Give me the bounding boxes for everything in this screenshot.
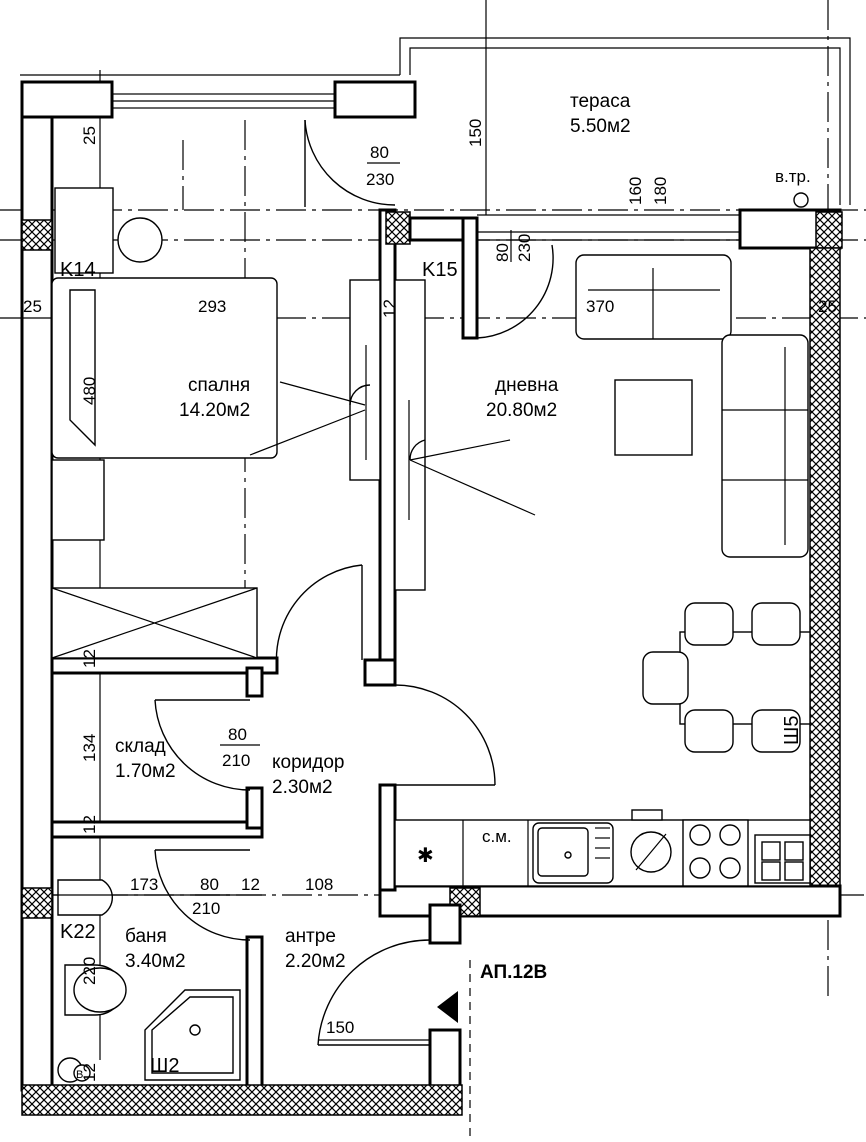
dim-180: 180 (651, 177, 670, 205)
dim-150-terrace: 150 (466, 119, 485, 147)
label-k14: K14 (60, 259, 96, 281)
star-icon: ✱ (417, 845, 434, 867)
apartment-label: АП.12В (480, 962, 547, 983)
boiler-icon: B (76, 1069, 83, 1081)
label-dishwasher: с.м. (482, 827, 512, 846)
dim-25-top: 25 (80, 126, 99, 145)
bedroom-door-height: 230 (366, 170, 394, 189)
dim-25-left: 25 (23, 297, 42, 316)
dim-12-d: 12 (80, 815, 99, 834)
dimension-labels: 150 160 180 25 25 25 293 370 480 134 173… (23, 119, 837, 1082)
label-sh5: Ш5 (781, 716, 803, 745)
dimension-lines (22, 162, 512, 1041)
room-area-bathroom: 3.40м2 (125, 951, 186, 972)
room-area-terrace: 5.50м2 (570, 116, 631, 137)
kitchen (394, 809, 811, 887)
dim-12-e: 12 (80, 1063, 99, 1082)
terrace-outline (20, 37, 851, 205)
room-name-living: дневна (495, 375, 559, 396)
dim-220: 220 (80, 957, 99, 985)
room-area-living: 20.80м2 (486, 400, 557, 421)
room-area-corridor: 2.30м2 (272, 777, 333, 798)
dim-12-c: 12 (80, 649, 99, 668)
dim-25-right: 25 (818, 297, 837, 316)
symbols (437, 192, 809, 1142)
room-labels: тераса 5.50м2 спалня 14.20м2 дневна 20.8… (115, 91, 631, 972)
room-area-entrance: 2.20м2 (285, 951, 346, 972)
label-sh2: Ш2 (150, 1055, 179, 1077)
label-k22: K22 (60, 921, 96, 943)
living-furniture (575, 254, 811, 753)
room-name-entrance: антре (285, 926, 336, 947)
room-name-bathroom: баня (125, 926, 167, 947)
dim-12-a: 12 (241, 875, 260, 894)
storage-door-width: 80 (228, 725, 247, 744)
other-labels: K14 K15 K22 Ш5 Ш2 в.тр. с.м. АП.12В ✱ B (60, 167, 811, 1081)
room-name-bedroom: спалня (188, 375, 250, 396)
dim-150-entry: 150 (326, 1018, 354, 1037)
living-door-height: 230 (515, 234, 534, 262)
storage-door-height: 210 (222, 751, 250, 770)
label-k15: K15 (422, 259, 458, 281)
label-vent-pipe: в.тр. (775, 167, 811, 186)
room-name-terrace: тераса (570, 91, 631, 112)
dim-108: 108 (305, 875, 333, 894)
dim-293: 293 (198, 297, 226, 316)
bedroom-furniture (51, 187, 536, 659)
walls (20, 80, 843, 1116)
room-name-corridor: коридор (272, 752, 345, 773)
living-door-width: 80 (493, 243, 512, 262)
room-area-bedroom: 14.20м2 (179, 400, 250, 421)
dim-370: 370 (586, 297, 614, 316)
bathroom-fixtures (57, 879, 241, 1083)
dim-134: 134 (80, 734, 99, 762)
bedroom-door-width: 80 (370, 143, 389, 162)
bath-door-height: 210 (192, 899, 220, 918)
entrance-arrow-icon (437, 991, 458, 1023)
doors (154, 119, 554, 1046)
opening-labels: 80 230 80 230 80 210 80 210 (192, 143, 534, 918)
bath-door-width: 80 (200, 875, 219, 894)
dim-160: 160 (626, 177, 645, 205)
dim-173: 173 (130, 875, 158, 894)
dim-12-b: 12 (380, 299, 399, 318)
vent-pipe-icon (793, 192, 809, 208)
room-name-storage: склад (115, 736, 166, 757)
dim-480: 480 (80, 377, 99, 405)
room-area-storage: 1.70м2 (115, 761, 176, 782)
